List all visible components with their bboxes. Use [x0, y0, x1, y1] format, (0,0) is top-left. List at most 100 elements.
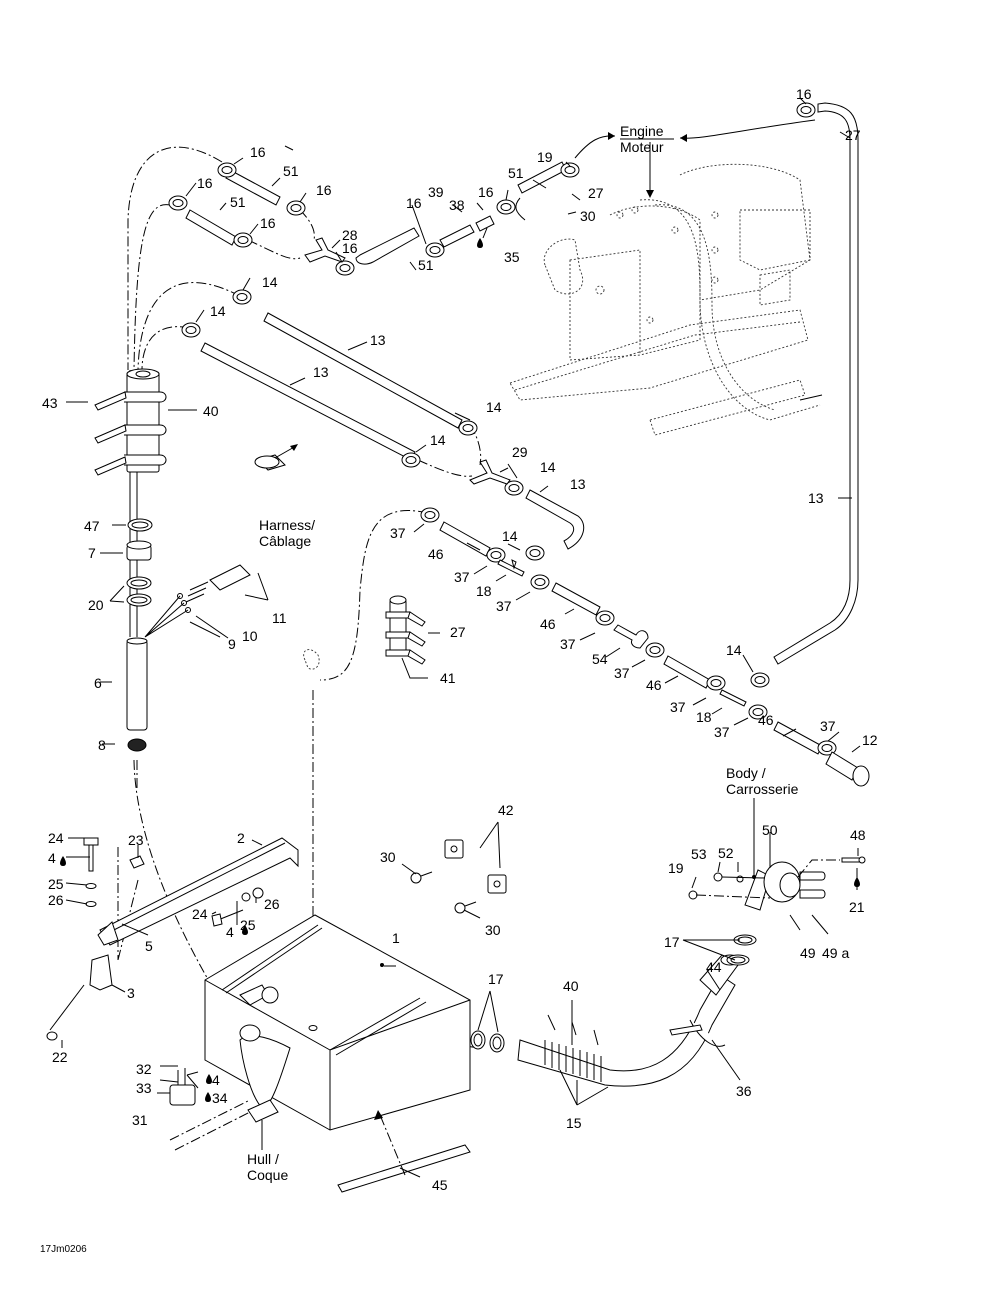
part-number-26a: 26 [48, 892, 64, 908]
part-number-41: 41 [440, 670, 456, 686]
part-number-12: 12 [862, 732, 878, 748]
part-number-27c: 27 [450, 624, 466, 640]
part-number-9: 9 [228, 636, 236, 652]
drop-icon [206, 1074, 212, 1084]
part-number-19b: 19 [668, 860, 684, 876]
part-number-16b: 16 [197, 175, 213, 191]
part-number-14c: 14 [486, 399, 502, 415]
part-number-16c: 16 [316, 182, 332, 198]
support-45 [337, 1110, 471, 1193]
callout-hull: Hull / Coque [247, 1151, 288, 1183]
part-number-3: 3 [127, 985, 135, 1001]
part-number-37f: 37 [670, 699, 686, 715]
part-number-14a: 14 [262, 274, 278, 290]
engine-label: Engine [620, 123, 664, 139]
part-number-44: 44 [706, 959, 722, 975]
part-number-14d: 14 [430, 432, 446, 448]
part-number-1: 1 [392, 930, 400, 946]
part-number-37a: 37 [390, 525, 406, 541]
part-number-16d: 16 [260, 215, 276, 231]
part-number-31: 31 [132, 1112, 148, 1128]
part-number-16e: 16 [342, 240, 358, 256]
hull-label-fr: Coque [247, 1167, 288, 1183]
filler-neck-assembly [470, 798, 866, 1087]
part-number-25b: 25 [240, 917, 256, 933]
part-number-15: 15 [566, 1115, 582, 1131]
part-number-30a: 30 [580, 208, 596, 224]
part-number-51d: 51 [508, 165, 524, 181]
part-number-10: 10 [242, 628, 258, 644]
part-number-33: 33 [136, 1080, 152, 1096]
part-number-40b: 40 [563, 978, 579, 994]
part-number-46a: 46 [428, 546, 444, 562]
engine-label-fr: Moteur [620, 139, 664, 155]
part-number-30b: 30 [380, 849, 396, 865]
part-number-13a: 13 [370, 332, 386, 348]
part-number-37d: 37 [560, 636, 576, 652]
part-number-52: 52 [718, 845, 734, 861]
harness-label-fr: Câblage [259, 533, 311, 549]
part-number-13b: 13 [313, 364, 329, 380]
part-number-14f: 14 [502, 528, 518, 544]
part-number-36: 36 [736, 1083, 752, 1099]
part-number-35: 35 [504, 249, 520, 265]
part-number-39: 39 [428, 184, 444, 200]
part-number-14g: 14 [726, 642, 742, 658]
part-number-24b: 24 [192, 906, 208, 922]
part-number-40a: 40 [203, 403, 219, 419]
drop-icons [60, 238, 860, 1102]
part-number-4b: 4 [226, 924, 234, 940]
part-number-16h: 16 [796, 86, 812, 102]
hoses [185, 102, 859, 755]
part-number-37h: 37 [820, 718, 836, 734]
part-number-14b: 14 [210, 303, 226, 319]
part-number-16: 16 [250, 144, 266, 160]
bracket-assembly [46, 837, 299, 1106]
part-number-26b: 26 [264, 896, 280, 912]
part-number-18a: 18 [476, 583, 492, 599]
part-number-28: 28 [342, 227, 358, 243]
nut-plates [410, 839, 507, 914]
part-number-19a: 19 [537, 149, 553, 165]
part-number-46b: 46 [540, 616, 556, 632]
body-label: Body / [726, 765, 766, 781]
part-number-48: 48 [850, 827, 866, 843]
part-number-37b: 37 [454, 569, 470, 585]
drop-icon [60, 856, 66, 866]
part-number-21: 21 [849, 899, 865, 915]
part-number-37e: 37 [614, 665, 630, 681]
part-number-46c: 46 [646, 677, 662, 693]
part-number-23: 23 [128, 832, 144, 848]
part-number-54: 54 [592, 651, 608, 667]
part-number-27a: 27 [588, 185, 604, 201]
part-number-37c: 37 [496, 598, 512, 614]
part-number-18b: 18 [696, 709, 712, 725]
part-number-11: 11 [272, 610, 287, 626]
part-number-22: 22 [52, 1049, 68, 1065]
part-number-17a: 17 [488, 971, 504, 987]
part-number-2: 2 [237, 830, 245, 846]
body-label-fr: Carrosserie [726, 781, 799, 797]
part-number-45: 45 [432, 1177, 448, 1193]
part-number-43: 43 [42, 395, 58, 411]
part-number-37g: 37 [714, 724, 730, 740]
engine-outline [509, 163, 823, 436]
part-number-7: 7 [88, 545, 96, 561]
part-number-34: 34 [212, 1090, 228, 1106]
part-number-13c: 13 [570, 476, 586, 492]
part-number-4c: 4 [212, 1072, 220, 1088]
part-number-27b: 27 [845, 127, 861, 143]
part-number-20: 20 [88, 597, 104, 613]
part-number-5: 5 [145, 938, 153, 954]
fuel-pump-assembly [94, 368, 167, 790]
part-number-32: 32 [136, 1061, 152, 1077]
figure-code: 17Jm0206 [40, 1244, 87, 1255]
drop-icon [854, 877, 860, 887]
part-number-42: 42 [498, 802, 514, 818]
drop-icon [477, 238, 483, 248]
drop-icon [205, 1092, 211, 1102]
part-number-24a: 24 [48, 830, 64, 846]
hull-label: Hull / [247, 1151, 279, 1167]
